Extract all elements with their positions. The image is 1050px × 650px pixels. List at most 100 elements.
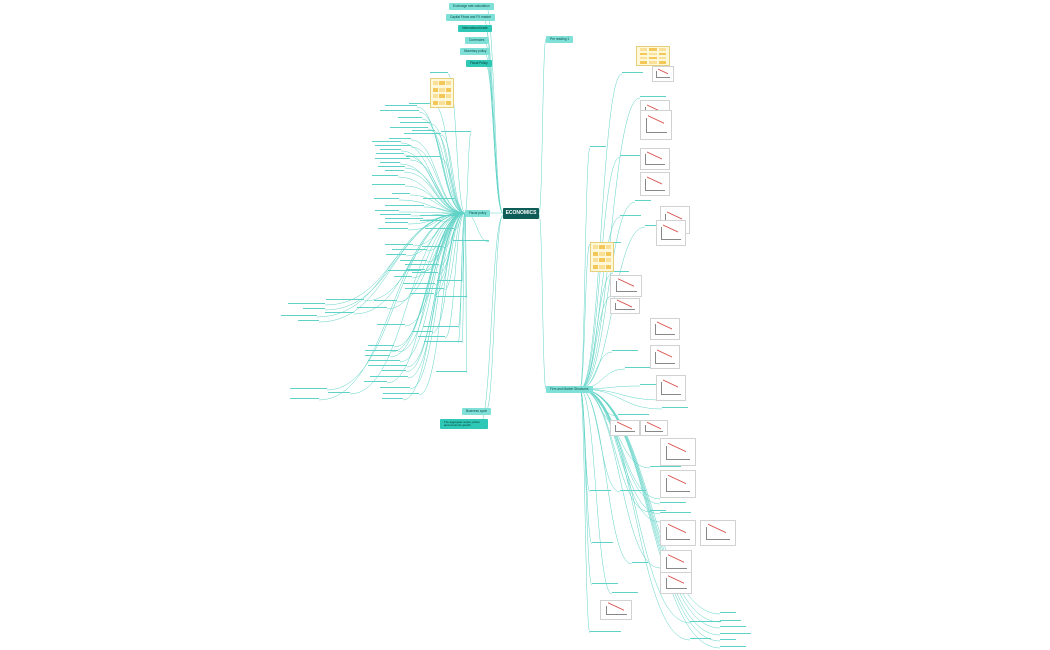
detail-leaf[interactable] [380,387,410,389]
detail-leaf[interactable] [383,393,419,395]
detail-leaf[interactable] [398,117,422,119]
detail-leaf[interactable] [632,562,648,564]
detail-leaf[interactable] [612,350,638,352]
figure-thumbnail[interactable] [656,375,686,401]
detail-leaf[interactable] [374,300,397,302]
detail-leaf[interactable] [357,307,387,309]
detail-leaf[interactable] [385,222,408,224]
detail-leaf[interactable] [281,315,317,317]
detail-leaf[interactable] [385,205,424,207]
detail-leaf[interactable] [420,220,442,222]
detail-leaf[interactable] [660,512,691,514]
detail-leaf[interactable] [389,138,411,140]
detail-leaf[interactable] [385,244,413,246]
detail-leaf[interactable] [662,407,688,409]
detail-leaf[interactable] [368,345,394,347]
figure-thumbnail[interactable] [640,110,672,140]
figure-thumbnail[interactable] [640,420,668,436]
detail-leaf[interactable] [400,260,427,262]
figure-thumbnail[interactable] [610,420,640,436]
root-node[interactable]: ECONOMICS [503,208,539,219]
detail-leaf[interactable] [720,612,736,614]
detail-leaf[interactable] [325,312,354,314]
detail-leaf[interactable] [620,215,641,217]
table-thumbnail[interactable] [430,78,454,108]
detail-leaf[interactable] [326,299,364,301]
detail-leaf[interactable] [405,264,439,266]
detail-leaf[interactable] [405,288,444,290]
detail-leaf[interactable] [377,324,405,326]
detail-leaf[interactable] [620,155,651,157]
detail-leaf[interactable] [370,376,408,378]
detail-leaf[interactable] [368,360,400,362]
detail-leaf[interactable] [640,384,656,386]
detail-leaf[interactable] [720,620,741,622]
detail-leaf[interactable] [403,283,435,285]
branch-fiscal-policy-top[interactable]: Fiscal Policy [466,60,492,67]
figure-thumbnail[interactable] [660,470,696,498]
branch-fiscal-policy[interactable]: Fiscal policy [465,210,491,217]
detail-leaf[interactable] [400,122,431,124]
detail-leaf[interactable] [392,249,427,251]
detail-leaf[interactable] [375,158,410,160]
detail-leaf[interactable] [410,293,434,295]
detail-leaf[interactable] [620,490,646,492]
detail-leaf[interactable] [592,583,618,585]
figure-thumbnail[interactable] [700,520,736,546]
detail-leaf[interactable] [380,110,419,112]
branch-international-trade[interactable]: International trade [458,25,492,32]
detail-leaf[interactable] [298,320,319,322]
figure-thumbnail[interactable] [650,318,680,340]
detail-leaf[interactable] [375,210,399,212]
detail-leaf[interactable] [382,370,406,372]
detail-leaf[interactable] [635,200,651,202]
detail-leaf[interactable] [613,271,629,273]
detail-leaf[interactable] [424,341,458,343]
detail-leaf[interactable] [376,153,404,155]
branch-currencies[interactable]: Currencies [465,37,489,44]
figure-thumbnail[interactable] [656,220,686,246]
detail-leaf[interactable] [437,280,462,282]
detail-leaf[interactable] [660,502,686,504]
detail-leaf[interactable] [412,130,435,132]
detail-leaf[interactable] [288,303,325,305]
detail-leaf[interactable] [372,141,401,143]
figure-thumbnail[interactable] [640,148,670,170]
detail-leaf[interactable] [650,466,681,468]
detail-leaf[interactable] [430,72,448,74]
detail-leaf[interactable] [412,272,438,274]
detail-leaf[interactable] [372,175,398,177]
detail-leaf[interactable] [590,631,621,633]
detail-leaf[interactable] [622,72,643,74]
detail-leaf[interactable] [406,156,440,158]
detail-leaf[interactable] [409,103,434,105]
detail-leaf[interactable] [365,355,390,357]
detail-leaf[interactable] [422,246,443,248]
detail-leaf[interactable] [290,388,327,390]
detail-leaf[interactable] [385,218,423,220]
figure-thumbnail[interactable] [610,298,640,314]
detail-leaf[interactable] [386,254,406,256]
branch-exchange-rate[interactable]: Exchange rate calculation [449,3,494,10]
figure-thumbnail[interactable] [640,172,670,196]
detail-leaf[interactable] [390,127,428,129]
detail-leaf[interactable] [618,414,649,416]
detail-leaf[interactable] [368,365,407,367]
detail-leaf[interactable] [328,392,350,394]
detail-leaf[interactable] [378,228,408,230]
figure-thumbnail[interactable] [600,600,632,620]
figure-thumbnail[interactable] [660,550,692,574]
detail-leaf[interactable] [720,639,736,641]
detail-leaf[interactable] [612,592,638,594]
detail-leaf[interactable] [650,510,666,512]
branch-monetary-policy[interactable]: Monetary policy [460,48,491,55]
detail-leaf[interactable] [425,228,454,230]
detail-leaf[interactable] [385,105,417,107]
figure-thumbnail[interactable] [610,275,642,297]
branch-capital-flows[interactable]: Capital Flows and FX market [446,14,495,21]
detail-leaf[interactable] [441,131,471,133]
detail-leaf[interactable] [423,198,455,200]
detail-leaf[interactable] [592,542,613,544]
detail-leaf[interactable] [625,367,656,369]
detail-leaf[interactable] [690,638,711,640]
